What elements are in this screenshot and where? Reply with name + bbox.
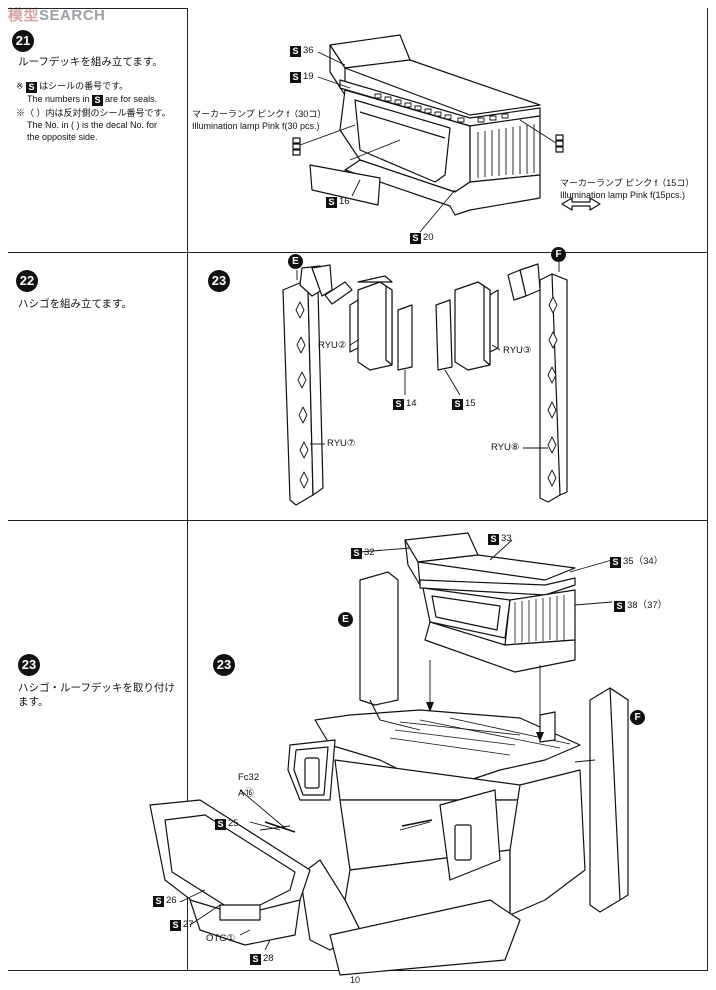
step-23-badge-ladder: 23 [208, 270, 230, 292]
note-opposite-en-1: The No. in ( ) is the decal No. for [27, 120, 158, 130]
step-23-badge-cab: 23 [213, 654, 235, 676]
lamp-note-left-en: Illumination lamp Pink f(30 pcs.) [192, 121, 320, 131]
step-22-title: ハシゴを組み立てます。 [18, 298, 132, 310]
ladder-right-drawing [435, 263, 568, 503]
page-right-border [707, 8, 708, 970]
part-a16-label: A⑯ [238, 788, 254, 799]
marker-f-ladder: F [551, 247, 566, 262]
roof-deck-drawing [292, 34, 601, 216]
cab-drawing [149, 571, 629, 976]
part-otg1-label: OTG① [206, 933, 236, 944]
ryu-2-label: RYU② [318, 340, 347, 351]
lamp-note-left-jp: マーカーランプ ピンク f（30コ） [192, 109, 327, 119]
marker-f-cab: F [630, 710, 645, 725]
ryu-3-label: RYU③ [503, 345, 532, 356]
roof-deck-small-drawing [404, 532, 576, 673]
lamp-note-right-en: Illumination lamp Pink f(15pcs.) [560, 190, 686, 200]
step-21-title: ルーフデッキを組み立てます。 [18, 56, 163, 68]
note-opposite-jp: ※（ ）内は反対側のシール番号です。 [16, 108, 171, 118]
ryu-8-label: RYU⑧ [491, 442, 520, 453]
step-21-badge: 21 [12, 30, 34, 52]
lamp-note-right: マーカーランプ ピンク f（15コ） Illumination lamp Pin… [560, 177, 694, 201]
step-23-title: ハシゴ・ルーフデッキを取り付けます。 [18, 682, 175, 708]
ryu-7-label: RYU⑦ [327, 438, 356, 449]
ladder-left-drawing [282, 264, 413, 506]
step-23-badge-left: 23 [18, 654, 40, 676]
marker-e-ladder: E [288, 254, 303, 269]
column-divider [187, 8, 188, 970]
row-divider-top [8, 8, 188, 9]
step-22-badge: 22 [16, 270, 38, 292]
part-fc32-label: Fc32 [238, 772, 260, 783]
watermark: 模型SEARCH [8, 7, 106, 24]
row-divider-1 [8, 252, 708, 253]
note-opposite-en-2: the opposite side. [27, 132, 98, 142]
row-divider-2 [8, 520, 708, 521]
lamp-note-right-jp: マーカーランプ ピンク f（15コ） [560, 178, 695, 188]
lamp-note-left: マーカーランプ ピンク f（30コ） Illumination lamp Pin… [192, 108, 326, 132]
marker-e-cab: E [338, 612, 353, 627]
page-number: 10 [350, 975, 361, 985]
